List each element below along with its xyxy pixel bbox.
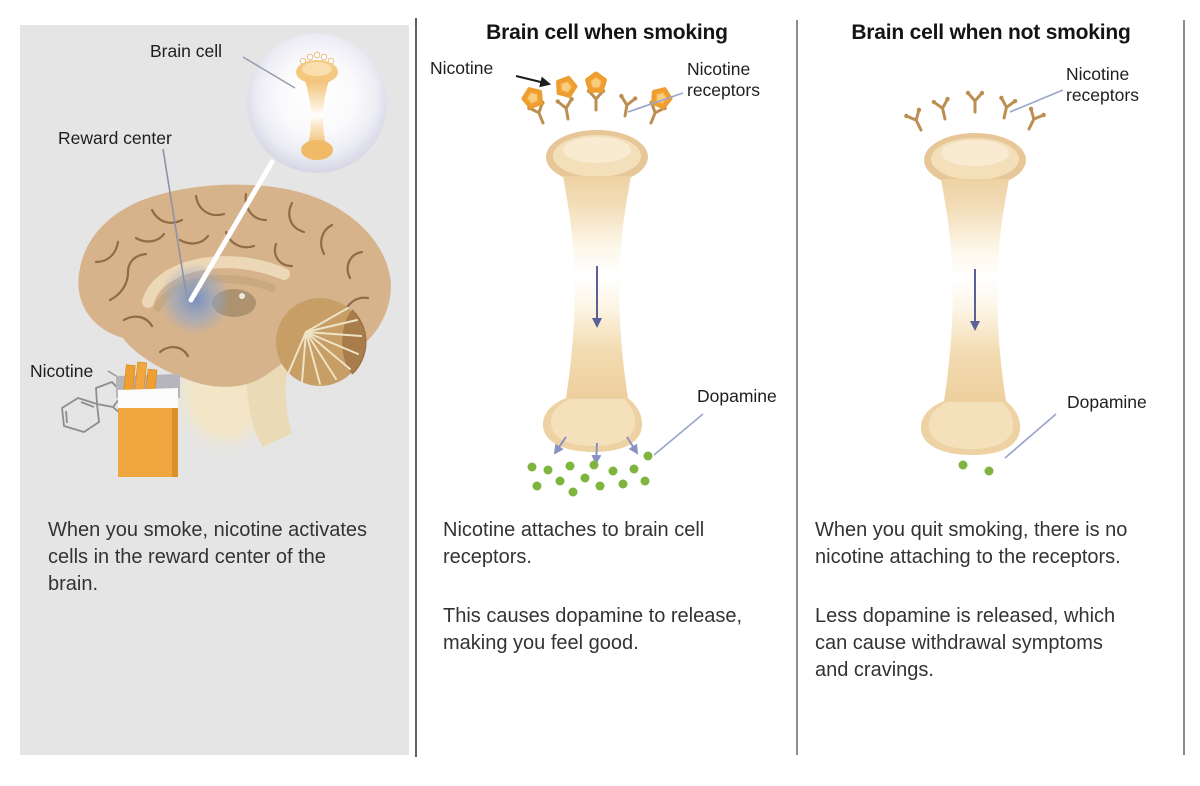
nicotine-receptor-icon bbox=[614, 92, 640, 120]
dopamine-dot-icon bbox=[958, 460, 968, 470]
dopamine-dot-icon bbox=[532, 481, 542, 491]
label-reward-center: Reward center bbox=[58, 128, 172, 148]
divider-middle bbox=[796, 20, 798, 755]
dopamine-dot-icon bbox=[640, 476, 650, 486]
dopamine-dot-icon bbox=[543, 465, 553, 475]
dopamine-dot-icon bbox=[555, 476, 565, 486]
nicotine-molecule-icon bbox=[518, 83, 547, 111]
dopamine-dot-icon bbox=[568, 487, 578, 497]
dopamine-dot-icon bbox=[565, 461, 575, 471]
dopamine-release-arrows bbox=[553, 436, 639, 465]
dopamine-dot-icon bbox=[643, 451, 653, 461]
caption-not-smoking-1: When you quit smoking, there is no nicot… bbox=[815, 519, 1128, 568]
dopamine-dot-icon bbox=[618, 479, 628, 489]
cerebellum-icon bbox=[276, 298, 367, 386]
label-dopamine-not-smoking: Dopamine bbox=[1067, 392, 1147, 412]
nicotine-receptor-occupied bbox=[585, 71, 607, 112]
label-nicotine-receptors-smoking: Nicotine receptors bbox=[687, 59, 760, 100]
neuron-cell-smoking bbox=[542, 130, 648, 452]
dopamine-pointer-line bbox=[653, 413, 704, 456]
nicotine-receptor-icon bbox=[929, 94, 956, 123]
caption-left: When you smoke, nicotine activates cells… bbox=[48, 519, 368, 595]
caption-smoking-2: This causes dopamine to release, making … bbox=[443, 605, 743, 654]
caption-smoking-1: Nicotine attaches to brain cell receptor… bbox=[443, 519, 705, 568]
receptors-pointer-line bbox=[1009, 89, 1064, 113]
mini-neuron-icon bbox=[296, 51, 338, 160]
magnifier-line bbox=[188, 159, 275, 303]
caption-not-smoking-2: Less dopamine is released, which can cau… bbox=[815, 605, 1116, 681]
brain-cell-pointer-line bbox=[242, 56, 296, 89]
label-nicotine-receptors-not-smoking: Nicotine receptors bbox=[1066, 64, 1139, 105]
divider-right bbox=[1183, 20, 1185, 755]
label-nicotine-left: Nicotine bbox=[30, 361, 94, 381]
dopamine-dots-group bbox=[527, 451, 653, 497]
dopamine-dot-icon bbox=[608, 466, 618, 476]
dopamine-dot-icon bbox=[629, 464, 639, 474]
nicotine-receptor-icon bbox=[553, 95, 579, 123]
title-not-smoking: Brain cell when not smoking bbox=[851, 21, 1131, 44]
dopamine-dot-icon bbox=[589, 460, 599, 470]
nicotine-receptor-icon bbox=[964, 89, 986, 114]
nicotine-label-arrow bbox=[515, 75, 552, 88]
nicotine-molecule-icon bbox=[553, 73, 580, 99]
dopamine-dot-icon bbox=[595, 481, 605, 491]
reward-center-pointer-line bbox=[162, 148, 188, 300]
receptors-pointer-line bbox=[627, 92, 684, 113]
dopamine-dot-icon bbox=[527, 462, 537, 472]
dopamine-pointer-line bbox=[1004, 413, 1057, 459]
neuron-cell-not-smoking bbox=[920, 133, 1026, 455]
brain-sulci bbox=[94, 192, 370, 358]
label-brain-cell: Brain cell bbox=[150, 41, 222, 61]
nicotine-receptor-icon bbox=[1019, 104, 1049, 135]
divider-left bbox=[415, 18, 417, 757]
brain-illustration-svg bbox=[61, 33, 391, 477]
label-nicotine-smoking: Nicotine bbox=[430, 58, 494, 78]
brain-cell-inset-circle bbox=[247, 33, 387, 173]
reward-center-highlight bbox=[159, 263, 231, 335]
nicotine-receptor-icon bbox=[901, 105, 931, 136]
neuron-not-smoking-svg bbox=[901, 89, 1064, 476]
cigarette-pack-icon bbox=[116, 361, 180, 477]
title-smoking: Brain cell when smoking bbox=[486, 21, 728, 44]
dopamine-dot-icon bbox=[580, 473, 590, 483]
label-dopamine-smoking: Dopamine bbox=[697, 386, 777, 406]
dopamine-dot-icon bbox=[984, 466, 994, 476]
nicotine-molecule-icon bbox=[585, 71, 607, 93]
dopamine-dots-group bbox=[958, 460, 994, 476]
nicotine-receptor-icon bbox=[993, 93, 1020, 122]
neuron-smoking-svg bbox=[515, 71, 704, 497]
nicotine-receptor-occupied bbox=[518, 83, 554, 128]
